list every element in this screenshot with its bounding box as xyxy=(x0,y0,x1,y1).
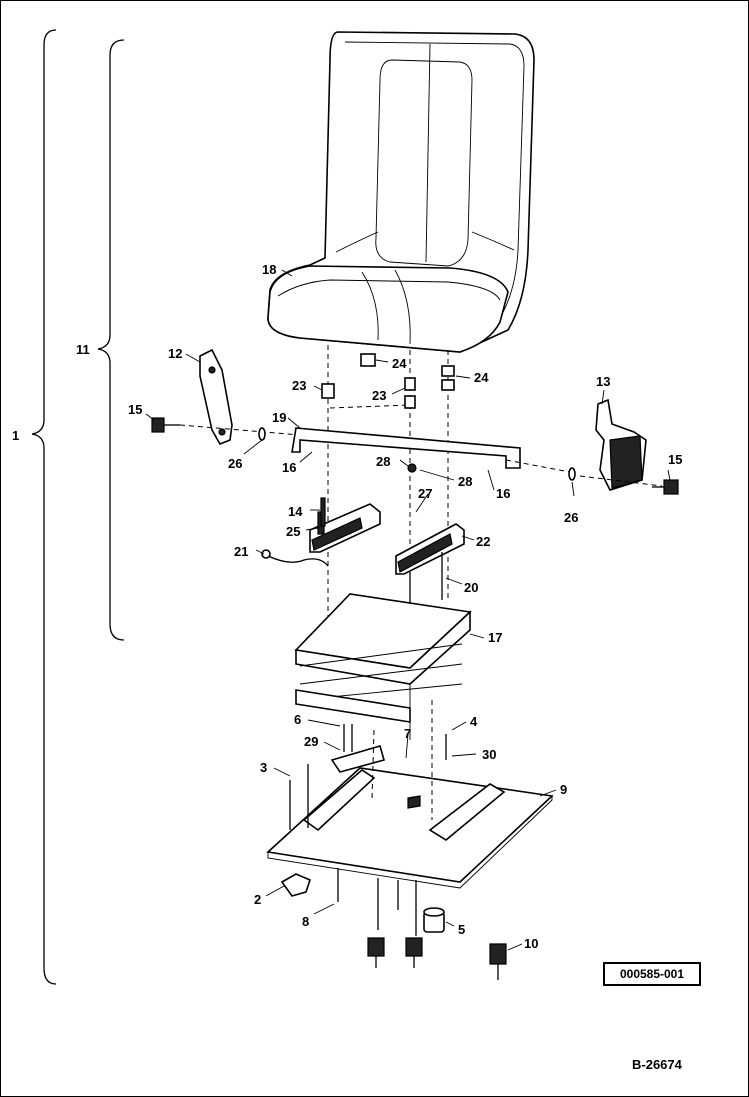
callout-19: 19 xyxy=(272,410,286,425)
callout-22: 22 xyxy=(476,534,490,549)
isolator-part-5 xyxy=(423,907,445,933)
callout-25: 25 xyxy=(286,524,300,539)
bolt-left-part-15 xyxy=(151,417,180,433)
seat-cushion-part-18 xyxy=(267,31,535,353)
callout-26-right: 26 xyxy=(564,510,578,525)
callout-12: 12 xyxy=(168,346,182,361)
callout-10: 10 xyxy=(524,936,538,951)
callout-5: 5 xyxy=(458,922,465,937)
callout-16-right: 16 xyxy=(496,486,510,501)
armrest-bracket-part-12 xyxy=(199,348,233,446)
callout-6: 6 xyxy=(294,712,301,727)
brace-assembly-11 xyxy=(97,39,125,641)
callout-28-right: 28 xyxy=(458,474,472,489)
callout-3: 3 xyxy=(260,760,267,775)
callout-24-right: 24 xyxy=(474,370,489,385)
callout-28-mid: 28 xyxy=(376,454,390,469)
clip-part-2 xyxy=(280,873,311,897)
slide-rail-bar-part-19 xyxy=(291,427,521,469)
callout-21: 21 xyxy=(234,544,248,559)
callout-30: 30 xyxy=(482,747,496,762)
callout-14: 14 xyxy=(288,504,303,519)
callout-4: 4 xyxy=(470,714,478,729)
bracket-part-29 xyxy=(330,745,385,773)
washer-left-part-26 xyxy=(258,427,266,441)
callout-27: 27 xyxy=(418,486,432,501)
callout-17: 17 xyxy=(488,630,502,645)
callout-20: 20 xyxy=(464,580,478,595)
washer-right-part-26 xyxy=(568,467,576,481)
drawing-number: B-26674 xyxy=(632,1057,682,1072)
callout-8: 8 xyxy=(302,914,309,929)
reference-code-box: 000585-001 xyxy=(603,962,701,986)
mounting-plate-part-9 xyxy=(266,767,554,889)
nut-part-28 xyxy=(407,463,417,473)
bolt-right-part-15 xyxy=(652,479,679,495)
callout-23-left: 23 xyxy=(292,378,306,393)
spacers-parts-23-24 xyxy=(321,353,455,409)
callout-2: 2 xyxy=(254,892,261,907)
callout-9: 9 xyxy=(560,782,567,797)
callout-1: 1 xyxy=(12,428,19,443)
callout-18: 18 xyxy=(262,262,276,277)
callout-24-mid: 24 xyxy=(392,356,407,371)
suspension-bellows-part-17 xyxy=(294,593,472,740)
callout-26-left: 26 xyxy=(228,456,242,471)
screw-part-14 xyxy=(320,497,326,527)
callout-7: 7 xyxy=(404,726,411,741)
cable-harness-part-21 xyxy=(261,549,329,567)
seat-slide-rail-right-part-22 xyxy=(395,523,465,575)
callout-23-mid: 23 xyxy=(372,388,386,403)
callout-16-left: 16 xyxy=(282,460,296,475)
mount-bolt-parts-10 xyxy=(367,937,507,980)
callout-13: 13 xyxy=(596,374,610,389)
callout-29: 29 xyxy=(304,734,318,749)
armrest-bracket-part-13 xyxy=(595,398,647,491)
brace-assembly-1 xyxy=(31,29,57,985)
callout-15-right: 15 xyxy=(668,452,682,467)
callout-15-left: 15 xyxy=(128,402,142,417)
callout-11: 11 xyxy=(76,342,90,357)
